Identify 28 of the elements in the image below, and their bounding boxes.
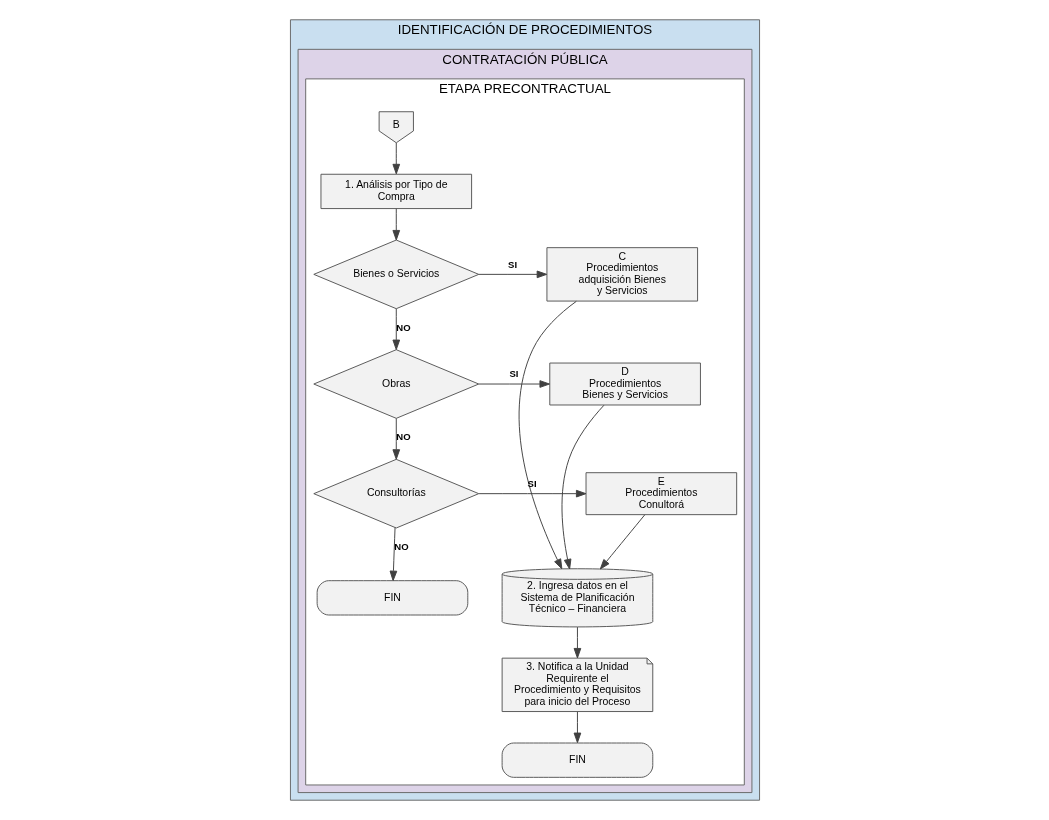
arrow	[478, 489, 586, 498]
edge-label: NO	[395, 431, 411, 443]
edge-label: SI	[509, 368, 519, 380]
edge-label: SI	[507, 258, 517, 270]
arrow	[391, 308, 400, 351]
arrow	[391, 142, 400, 175]
arrow	[477, 380, 550, 388]
arrow	[573, 626, 581, 659]
node-box: E Procedimientos Conultorá	[585, 472, 737, 516]
arrow	[391, 418, 400, 460]
node-box: 1. Análisis por Tipo de Compra	[319, 173, 472, 210]
edge-label: NO	[393, 540, 409, 552]
arrow	[477, 270, 547, 279]
arrow	[573, 711, 581, 744]
arrow	[389, 527, 397, 582]
edge-label: NO	[395, 321, 411, 333]
arrow	[391, 208, 400, 241]
edge-label: SI	[527, 477, 537, 489]
node-box: C Procedimientos adquisición Bienes y Servicios	[545, 247, 698, 302]
node-box: FIN	[316, 580, 468, 616]
arrow	[599, 514, 645, 570]
node-diamond: Bienes o Servicios	[312, 239, 479, 310]
node-diamond: Consultorías	[312, 458, 479, 529]
node-box: FIN	[501, 742, 653, 778]
node-diamond: Obras	[312, 349, 479, 419]
node-box: D Procedimientos Bienes y Servicios	[548, 362, 701, 406]
arrow	[518, 300, 577, 570]
arrow	[561, 404, 604, 570]
